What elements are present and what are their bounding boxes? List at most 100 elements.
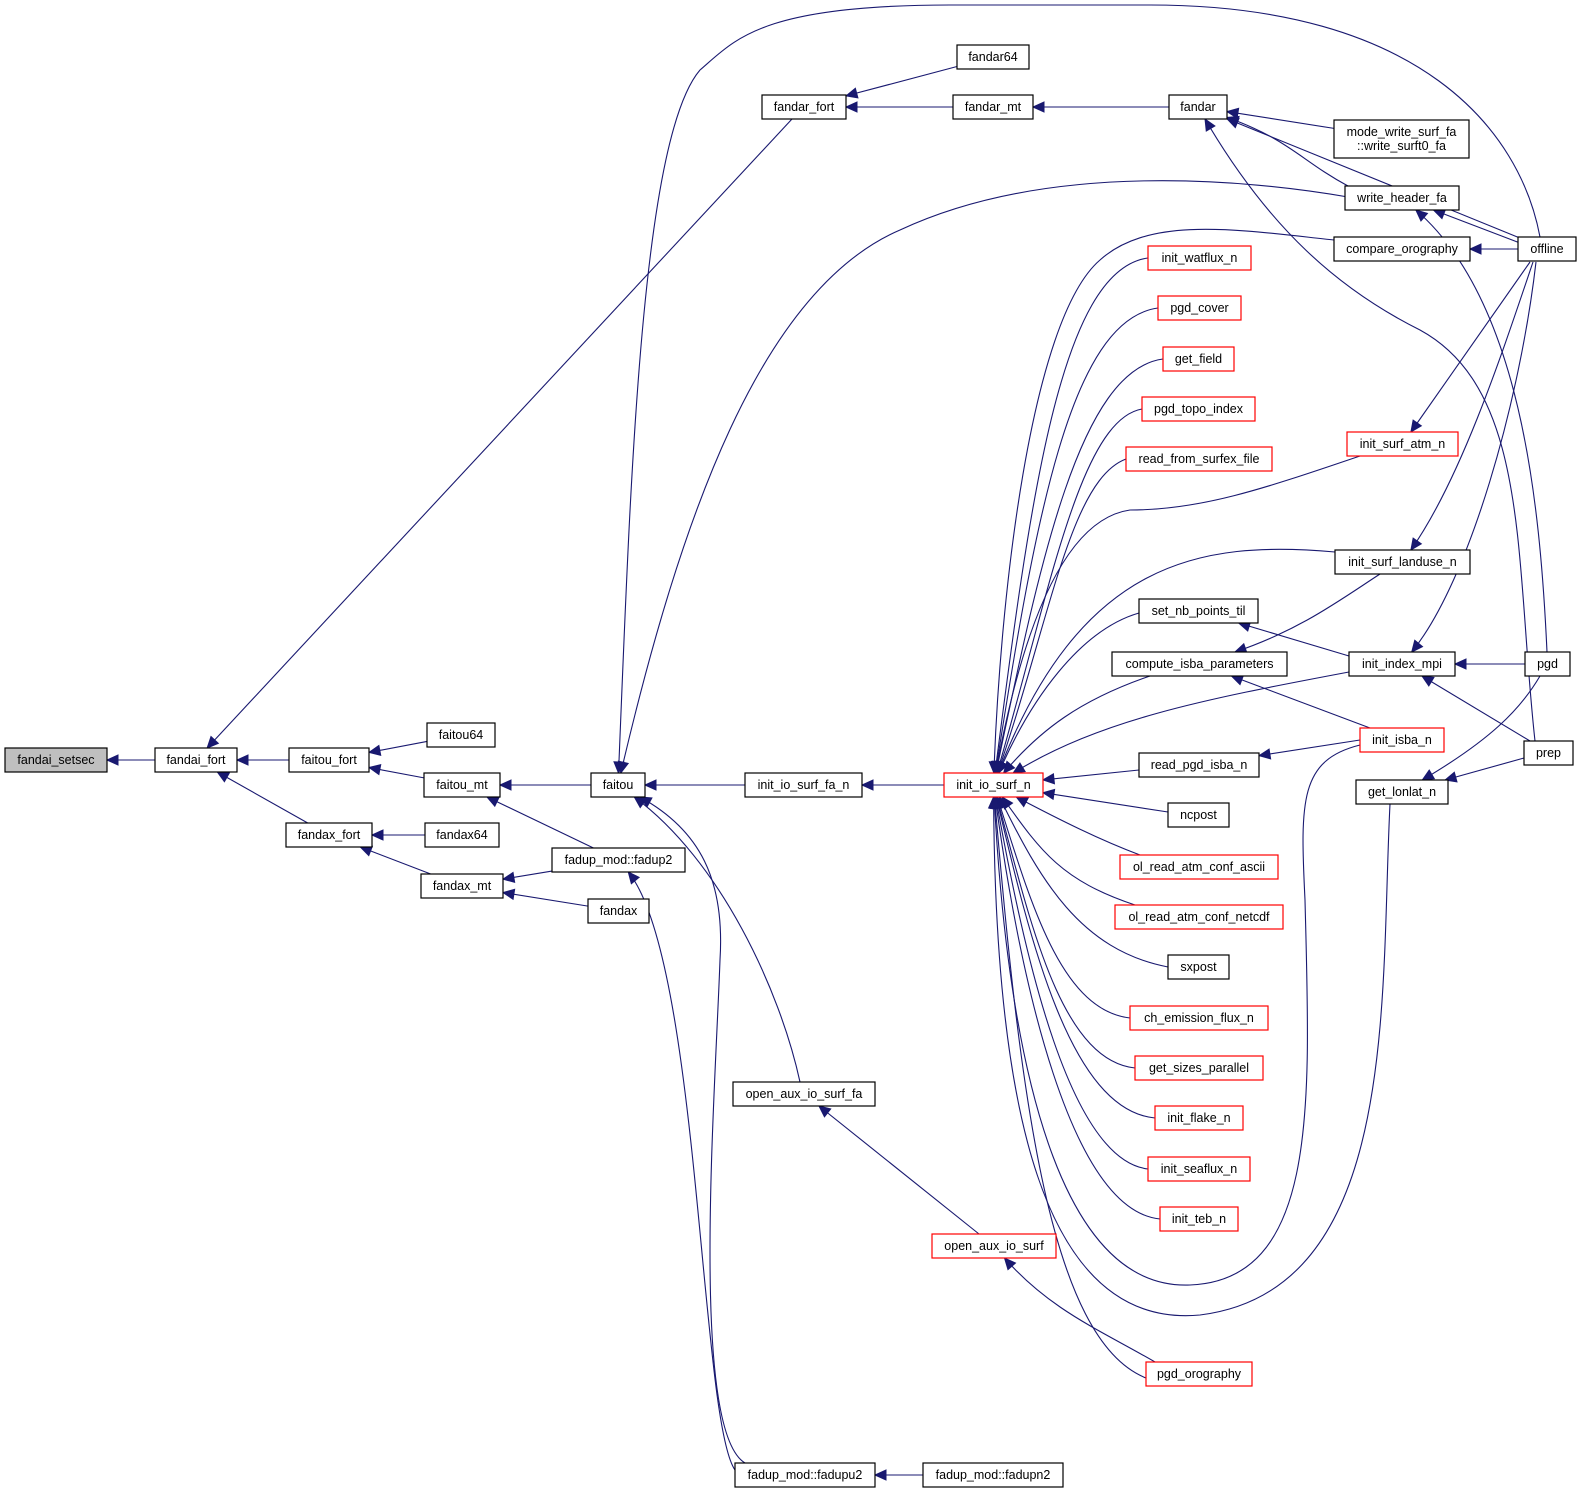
node-box[interactable] <box>1348 651 1456 677</box>
node-box[interactable] <box>423 772 501 798</box>
node-box[interactable] <box>1134 1055 1264 1081</box>
node-box[interactable] <box>1162 346 1235 372</box>
graph-node-read-pgd-isba-n[interactable]: read_pgd_isba_n <box>1138 752 1260 778</box>
graph-node-fandax-mt[interactable]: fandax_mt <box>420 873 504 899</box>
node-box[interactable] <box>1355 779 1449 805</box>
graph-node-fandax-fort[interactable]: fandax_fort <box>285 822 373 848</box>
graph-node-compute-isba-parameters[interactable]: compute_isba_parameters <box>1111 651 1288 677</box>
graph-node-get-field[interactable]: get_field <box>1162 346 1235 372</box>
graph-node-fandar64[interactable]: fandar64 <box>956 44 1030 70</box>
node-box[interactable] <box>732 1081 876 1107</box>
node-box[interactable] <box>1111 651 1288 677</box>
graph-node-fandai-fort[interactable]: fandai_fort <box>154 747 238 773</box>
node-box[interactable] <box>590 772 646 798</box>
graph-node-offline[interactable]: offline <box>1517 236 1577 262</box>
graph-node-set-nb-points-til[interactable]: set_nb_points_til <box>1138 598 1259 624</box>
graph-node-read-from-surfex-file[interactable]: read_from_surfex_file <box>1125 446 1273 472</box>
graph-node-get-lonlat-n[interactable]: get_lonlat_n <box>1355 779 1449 805</box>
graph-node-open-aux-io-surf[interactable]: open_aux_io_surf <box>931 1233 1057 1259</box>
node-box[interactable] <box>956 44 1030 70</box>
node-box[interactable] <box>1524 651 1571 677</box>
node-box[interactable] <box>1333 236 1471 262</box>
graph-node-init-watflux-n[interactable]: init_watflux_n <box>1147 245 1252 271</box>
graph-node-pgd[interactable]: pgd <box>1524 651 1571 677</box>
graph-node-fandai-setsec[interactable]: fandai_setsec <box>4 747 108 773</box>
graph-node-open-aux-io-surf-fa[interactable]: open_aux_io_surf_fa <box>732 1081 876 1107</box>
node-box[interactable] <box>288 747 370 773</box>
node-box[interactable] <box>420 873 504 899</box>
node-box[interactable] <box>285 822 373 848</box>
graph-node-fadupu2[interactable]: fadup_mod::fadupu2 <box>734 1462 876 1488</box>
graph-node-fandax64[interactable]: fandax64 <box>424 822 500 848</box>
graph-node-ch-emission-flux-n[interactable]: ch_emission_flux_n <box>1129 1005 1269 1031</box>
node-box[interactable] <box>1114 904 1284 930</box>
graph-node-init-seaflux-n[interactable]: init_seaflux_n <box>1147 1156 1251 1182</box>
graph-node-faitou[interactable]: faitou <box>590 772 646 798</box>
graph-node-faitou-mt[interactable]: faitou_mt <box>423 772 501 798</box>
node-box[interactable] <box>1154 1105 1244 1131</box>
node-box[interactable] <box>761 94 847 120</box>
graph-node-prep[interactable]: prep <box>1523 740 1574 766</box>
node-box[interactable] <box>1359 727 1445 753</box>
graph-node-init-flake-n[interactable]: init_flake_n <box>1154 1105 1244 1131</box>
node-box[interactable] <box>1147 245 1252 271</box>
node-box[interactable] <box>1517 236 1577 262</box>
graph-node-fandar[interactable]: fandar <box>1168 94 1228 120</box>
node-box[interactable] <box>943 772 1044 798</box>
graph-node-write-header-fa[interactable]: write_header_fa <box>1344 185 1460 211</box>
graph-node-pgd-orography[interactable]: pgd_orography <box>1145 1361 1253 1387</box>
node-box[interactable] <box>1346 431 1459 457</box>
node-box[interactable] <box>1145 1361 1253 1387</box>
node-box[interactable] <box>154 747 238 773</box>
graph-node-pgd-topo-index[interactable]: pgd_topo_index <box>1141 396 1256 422</box>
graph-node-fadup2[interactable]: fadup_mod::fadup2 <box>551 847 686 873</box>
graph-node-sxpost[interactable]: sxpost <box>1167 954 1230 980</box>
node-box[interactable] <box>931 1233 1057 1259</box>
graph-node-ol-read-atm-conf-ascii[interactable]: ol_read_atm_conf_ascii <box>1119 854 1279 880</box>
graph-node-init-surf-atm-n[interactable]: init_surf_atm_n <box>1346 431 1459 457</box>
graph-node-compare-orography[interactable]: compare_orography <box>1333 236 1471 262</box>
graph-node-init-io-surf-n[interactable]: init_io_surf_n <box>943 772 1044 798</box>
node-box[interactable] <box>1138 752 1260 778</box>
node-box[interactable] <box>4 747 108 773</box>
node-box[interactable] <box>1334 549 1471 575</box>
node-box[interactable] <box>1333 119 1470 159</box>
node-box[interactable] <box>1159 1206 1239 1232</box>
node-box[interactable] <box>1141 396 1256 422</box>
graph-node-ol-read-atm-conf-netcdf[interactable]: ol_read_atm_conf_netcdf <box>1114 904 1284 930</box>
graph-node-init-teb-n[interactable]: init_teb_n <box>1159 1206 1239 1232</box>
node-box[interactable] <box>1167 954 1230 980</box>
graph-node-init-index-mpi[interactable]: init_index_mpi <box>1348 651 1456 677</box>
node-box[interactable] <box>952 94 1034 120</box>
graph-node-pgd-cover[interactable]: pgd_cover <box>1157 295 1242 321</box>
graph-node-init-io-surf-fa-n[interactable]: init_io_surf_fa_n <box>744 772 863 798</box>
node-box[interactable] <box>424 822 500 848</box>
node-box[interactable] <box>922 1462 1064 1488</box>
node-box[interactable] <box>1157 295 1242 321</box>
graph-node-init-isba-n[interactable]: init_isba_n <box>1359 727 1445 753</box>
node-box[interactable] <box>426 722 496 748</box>
graph-node-fandar-mt[interactable]: fandar_mt <box>952 94 1034 120</box>
graph-node-fandar-fort[interactable]: fandar_fort <box>761 94 847 120</box>
graph-node-faitou64[interactable]: faitou64 <box>426 722 496 748</box>
node-box[interactable] <box>1523 740 1574 766</box>
graph-node-fadupn2[interactable]: fadup_mod::fadupn2 <box>922 1462 1064 1488</box>
graph-node-fandax[interactable]: fandax <box>587 898 650 924</box>
node-box[interactable] <box>551 847 686 873</box>
node-box[interactable] <box>734 1462 876 1488</box>
node-box[interactable] <box>1168 94 1228 120</box>
node-box[interactable] <box>744 772 863 798</box>
node-box[interactable] <box>1129 1005 1269 1031</box>
graph-node-init-surf-landuse-n[interactable]: init_surf_landuse_n <box>1334 549 1471 575</box>
graph-node-ncpost[interactable]: ncpost <box>1167 802 1230 828</box>
node-box[interactable] <box>1147 1156 1251 1182</box>
graph-node-faitou-fort[interactable]: faitou_fort <box>288 747 370 773</box>
graph-node-write-surft0-fa[interactable]: mode_write_surf_fa::write_surft0_fa <box>1333 119 1470 159</box>
node-box[interactable] <box>1125 446 1273 472</box>
node-box[interactable] <box>1138 598 1259 624</box>
graph-node-get-sizes-parallel[interactable]: get_sizes_parallel <box>1134 1055 1264 1081</box>
node-box[interactable] <box>1344 185 1460 211</box>
node-box[interactable] <box>1167 802 1230 828</box>
node-box[interactable] <box>1119 854 1279 880</box>
node-box[interactable] <box>587 898 650 924</box>
